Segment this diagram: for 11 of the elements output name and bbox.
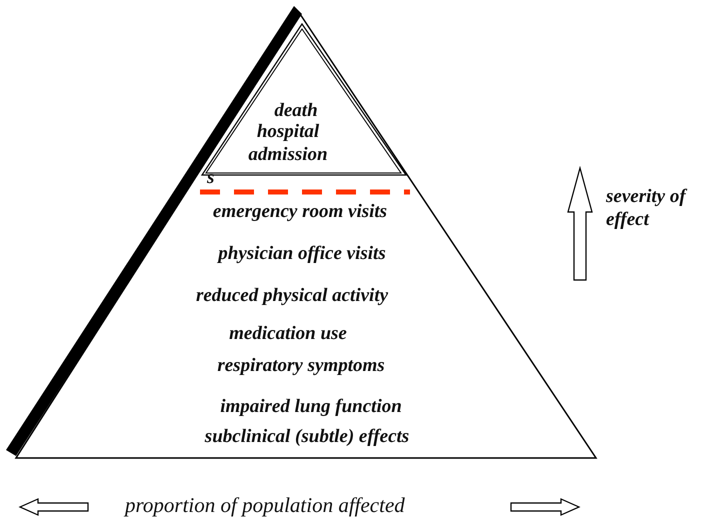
effect-label: emergency room visits xyxy=(212,200,388,223)
effect-label: impaired lung function xyxy=(220,395,402,418)
effect-label: respiratory symptoms xyxy=(217,354,385,377)
effect-label: subclinical (subtle) effects xyxy=(204,425,410,448)
effect-label: hospital admission xyxy=(247,120,329,166)
axis-label: proportion of population affected xyxy=(125,494,405,517)
axis-label: severity of effect xyxy=(606,185,688,231)
effect-label: medication use xyxy=(229,322,347,345)
effect-label: reduced physical activity xyxy=(196,284,388,307)
effect-label: physician office visits xyxy=(218,242,386,265)
effect-label: death xyxy=(274,99,318,122)
